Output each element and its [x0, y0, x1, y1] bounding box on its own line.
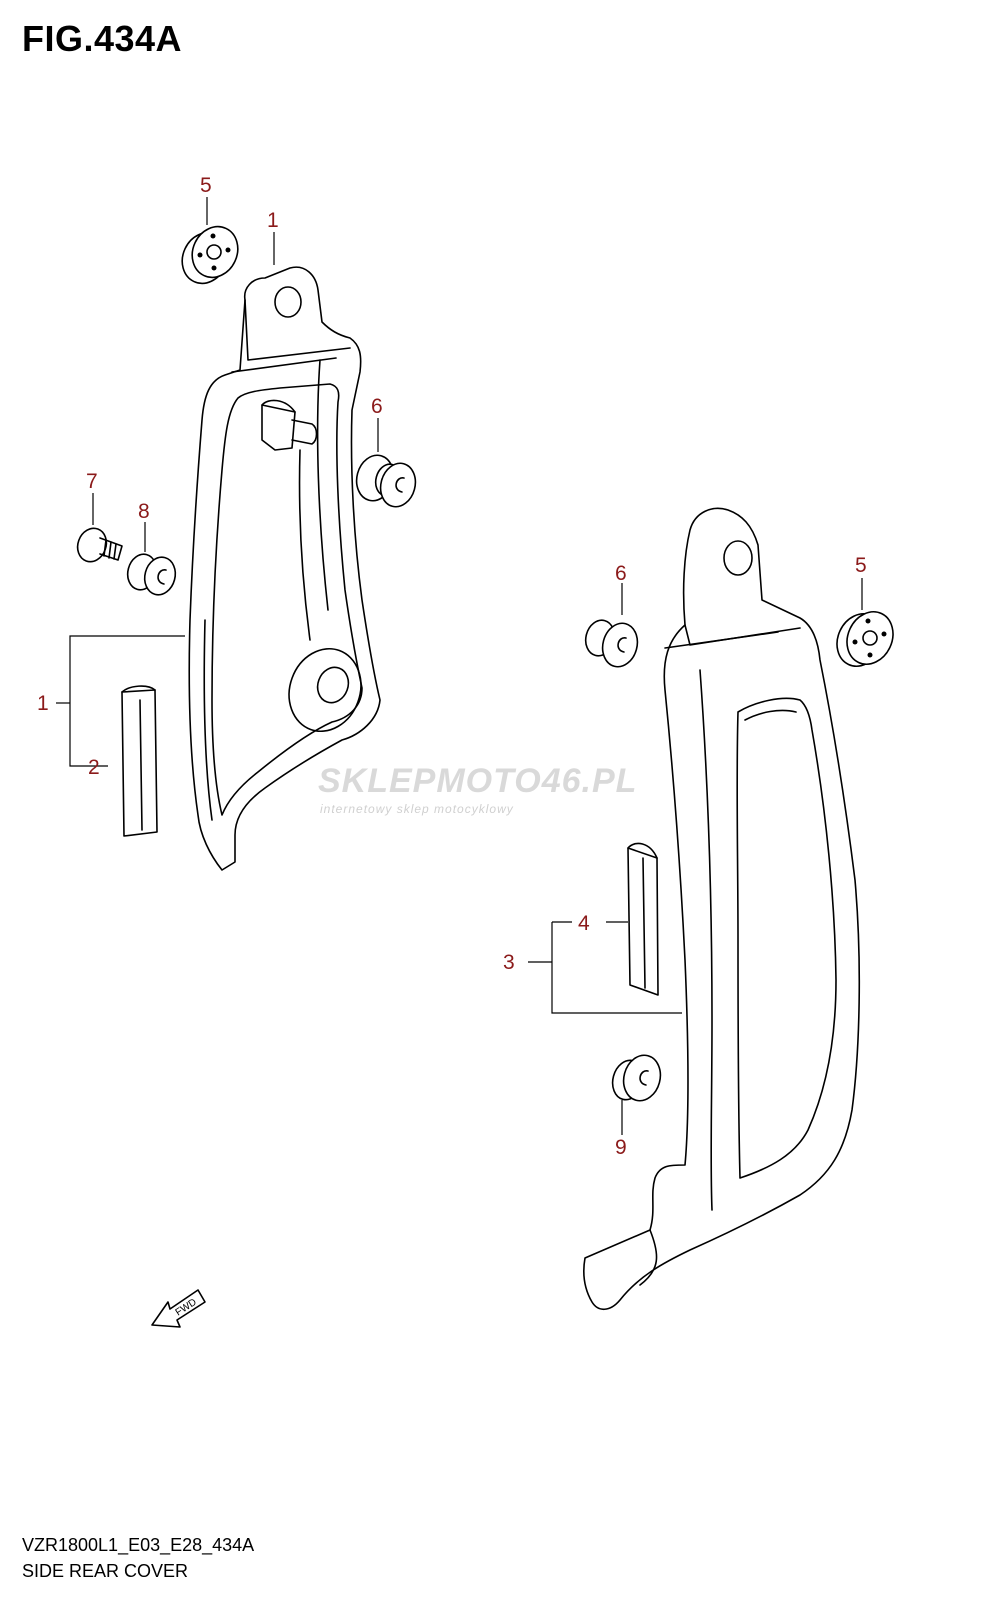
grommet-9	[611, 1054, 662, 1102]
callout-9: 9	[615, 1136, 627, 1159]
callout-2: 2	[88, 756, 100, 779]
callout-5-right: 5	[855, 554, 867, 577]
fwd-arrow-icon: FWD	[151, 1289, 206, 1328]
figure-title: FIG.434A	[22, 18, 183, 59]
left-side-cover	[188, 266, 381, 871]
screw-7	[76, 527, 123, 563]
grommet-5-left	[181, 225, 239, 285]
strip-4	[627, 842, 659, 996]
grommet-6-left	[355, 454, 417, 508]
callout-4: 4	[578, 912, 590, 935]
grommet-6-right	[584, 619, 639, 668]
callout-7: 7	[86, 470, 98, 493]
watermark-brand: SKLEPMOTO46.PL	[318, 762, 638, 800]
callout-6-left: 6	[371, 395, 383, 418]
grommet-8	[126, 553, 177, 596]
strip-2	[121, 685, 158, 837]
callout-5-left: 5	[200, 174, 212, 197]
callout-1-top: 1	[267, 209, 279, 232]
right-side-cover	[583, 507, 861, 1311]
figure-code: VZR1800L1_E03_E28_434A	[22, 1535, 255, 1555]
callout-6-right: 6	[615, 562, 627, 585]
callout-8: 8	[138, 500, 150, 523]
callout-3: 3	[503, 951, 515, 974]
figure-name: SIDE REAR COVER	[22, 1561, 189, 1581]
callout-1-bracket: 1	[37, 692, 49, 715]
grommet-5-right	[836, 611, 894, 667]
watermark-tagline: internetowy sklep motocyklowy	[320, 802, 514, 816]
